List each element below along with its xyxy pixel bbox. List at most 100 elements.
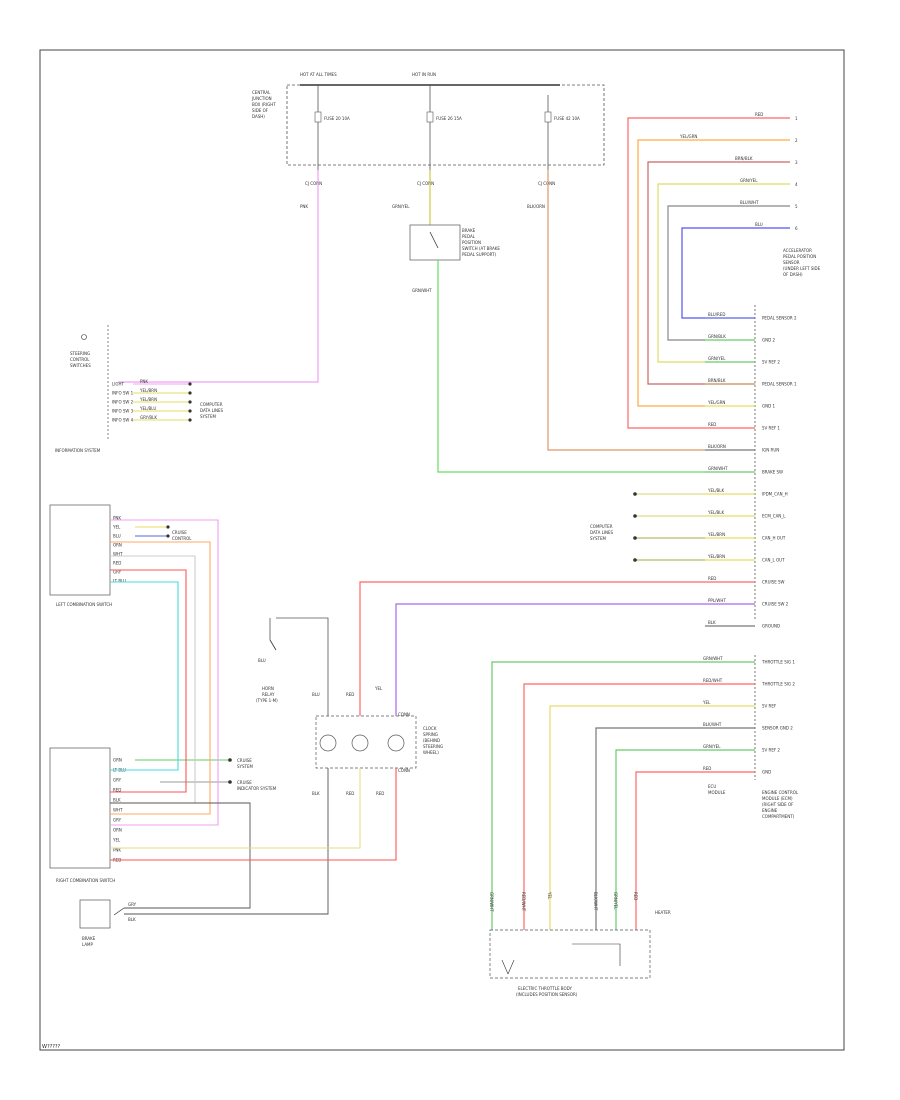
ecm-pin-label: ECM_CAN_L <box>762 514 786 519</box>
connector-dot <box>166 534 170 538</box>
apps-label: SENSOR <box>783 260 800 265</box>
dest-label: CRUISE <box>237 758 252 763</box>
ecm-pin-label: GND 1 <box>762 404 775 409</box>
wire-brake-lamp-gry <box>110 802 251 909</box>
clock-spring-label: WHEEL) <box>423 750 439 755</box>
ecm-module-label: MODULE (ECM) <box>762 796 793 801</box>
ecm-module-label: COMPARTMENT) <box>762 814 795 819</box>
fuse-1-icon <box>314 111 322 123</box>
ecm-module-label: ENGINE <box>762 808 778 813</box>
ecm-pin-label: CRUISE SW 2 <box>762 602 789 607</box>
electric-throttle-body: ELECTRIC THROTTLE BODY (INCLUDES POSITIO… <box>489 910 671 997</box>
steering-switch-icon <box>81 334 87 340</box>
jb-connector-label: CJ CONN <box>538 181 555 186</box>
wire-color-label: BLK <box>312 791 320 796</box>
dest-label: INDICATOR SYSTEM <box>237 786 277 791</box>
wire-color-label: GRN/WHT <box>412 288 432 293</box>
connector-dot <box>188 391 192 395</box>
jb-connector-label: CJ CONN <box>305 181 322 186</box>
dest-label: DATA LINES <box>590 530 614 535</box>
brake-switch-label: POSITION <box>462 240 481 245</box>
hot-at-label-1: HOT AT ALL TIMES <box>300 72 337 77</box>
wire-clock-ppl <box>395 603 705 716</box>
throttle-motor-icon <box>501 959 509 975</box>
horn-relay-label: HORN <box>262 686 274 691</box>
ecm-wire-color: RED <box>708 422 716 427</box>
wire-color-label: BLU/WHT <box>740 200 759 205</box>
computer-data-lines-group: COMPUTER DATA LINES SYSTEM <box>590 492 705 562</box>
connector-dot <box>166 525 170 529</box>
ecm-lower-pin-label: THROTTLE SIG 2 <box>761 682 795 687</box>
steering-wire-color: GRY/BLK <box>140 415 157 420</box>
right-combo-wire-color: GRY <box>113 778 122 783</box>
brake-switch-label: SWITCH (AT BRAKE <box>462 246 500 251</box>
throttle-wire <box>595 727 755 930</box>
wire-combo-pnk <box>110 519 219 826</box>
wire-blk-orn-ign <box>547 170 705 451</box>
dest-label: SYSTEM <box>200 414 216 419</box>
wire-color-label: BRN/BLK <box>735 156 753 161</box>
pin-number: 3 <box>795 160 798 165</box>
brake-lamp-label: LAMP <box>82 942 94 947</box>
brake-switch-label: PEDAL SUPPORT) <box>462 252 497 257</box>
wire-apps-red <box>627 117 790 429</box>
clock-spring-box <box>315 715 417 769</box>
wire-color-label: YEL <box>374 686 383 691</box>
throttle-side-label: HEATER <box>655 910 671 915</box>
throttle-wire-color: GRN/YEL <box>613 892 618 910</box>
throttle-wire-color: BLK/WHT <box>593 892 598 911</box>
wire-apps-blu <box>681 227 790 319</box>
apps-label: OF DASH) <box>783 272 803 277</box>
wire-combo-red <box>110 569 187 793</box>
ecm-pin-label: GND 2 <box>762 338 775 343</box>
wire-apps-yel-grn <box>637 139 790 407</box>
ecm-lower-pin-label: 5V REF <box>762 704 777 709</box>
left-combo-wire-color: ORN <box>113 543 122 548</box>
pin-number: 4 <box>795 182 798 187</box>
ecm-pin-label: IGN RUN <box>762 448 779 453</box>
steering-pin-label: INFO SW 4 <box>112 418 134 423</box>
ecm-wire-color: GRN/YEL <box>708 356 726 361</box>
ecm-wire-color: RED <box>708 576 716 581</box>
connector-dot <box>228 758 232 762</box>
horn-relay-label: (TYPE 1-M) <box>256 698 278 703</box>
throttle-sensor-icon <box>572 943 621 966</box>
wire-combo-orn <box>110 541 211 815</box>
connector-dot <box>228 780 232 784</box>
ecm-wire-color: BLK/ORN <box>708 444 726 449</box>
throttle-wire <box>491 661 755 930</box>
wire-clock-red-2 <box>110 768 397 861</box>
throttle-wire <box>615 749 755 930</box>
wire-clock-red <box>359 581 705 716</box>
wire-color-label: RED <box>755 112 763 117</box>
horn-relay-contact <box>269 639 277 651</box>
brake-switch-label: PEDAL <box>462 234 476 239</box>
ecm-wire-color: BLU/RED <box>708 312 725 317</box>
steering-pin-label: INFO SW 1 <box>112 391 134 396</box>
clock-spring-conn-label: CONN <box>398 768 410 773</box>
left-combo-wire-color: WHT <box>113 552 123 557</box>
steering-label: SWITCHES <box>70 363 91 368</box>
dest-label: CONTROL <box>172 536 192 541</box>
apps-label: (UNDER LEFT SIDE <box>783 266 821 271</box>
fuse-label: FUSE 20 10A <box>324 116 350 121</box>
ecm-wire-color: YEL/BLK <box>707 510 725 515</box>
wire-color-label: GRN/YEL <box>740 178 758 183</box>
pin-number: 2 <box>795 138 798 143</box>
junction-box-outline <box>286 84 605 166</box>
ecm-wire-color: BLK <box>708 620 716 625</box>
right-combo-label: RIGHT COMBINATION SWITCH <box>56 878 115 883</box>
ecm-pin-label: BRAKE SW <box>762 470 783 475</box>
brake-switch-contact <box>429 231 439 249</box>
left-combo-label: LEFT COMBINATION SWITCH <box>56 602 112 607</box>
clock-spring-label: CLOCK <box>423 726 437 731</box>
ecm-pin-label: CRUISE SW <box>762 580 785 585</box>
steering-wire-color: YEL/BRN <box>139 388 157 393</box>
clock-spring-label: STEERING <box>423 744 443 749</box>
connector-dot <box>633 514 637 518</box>
